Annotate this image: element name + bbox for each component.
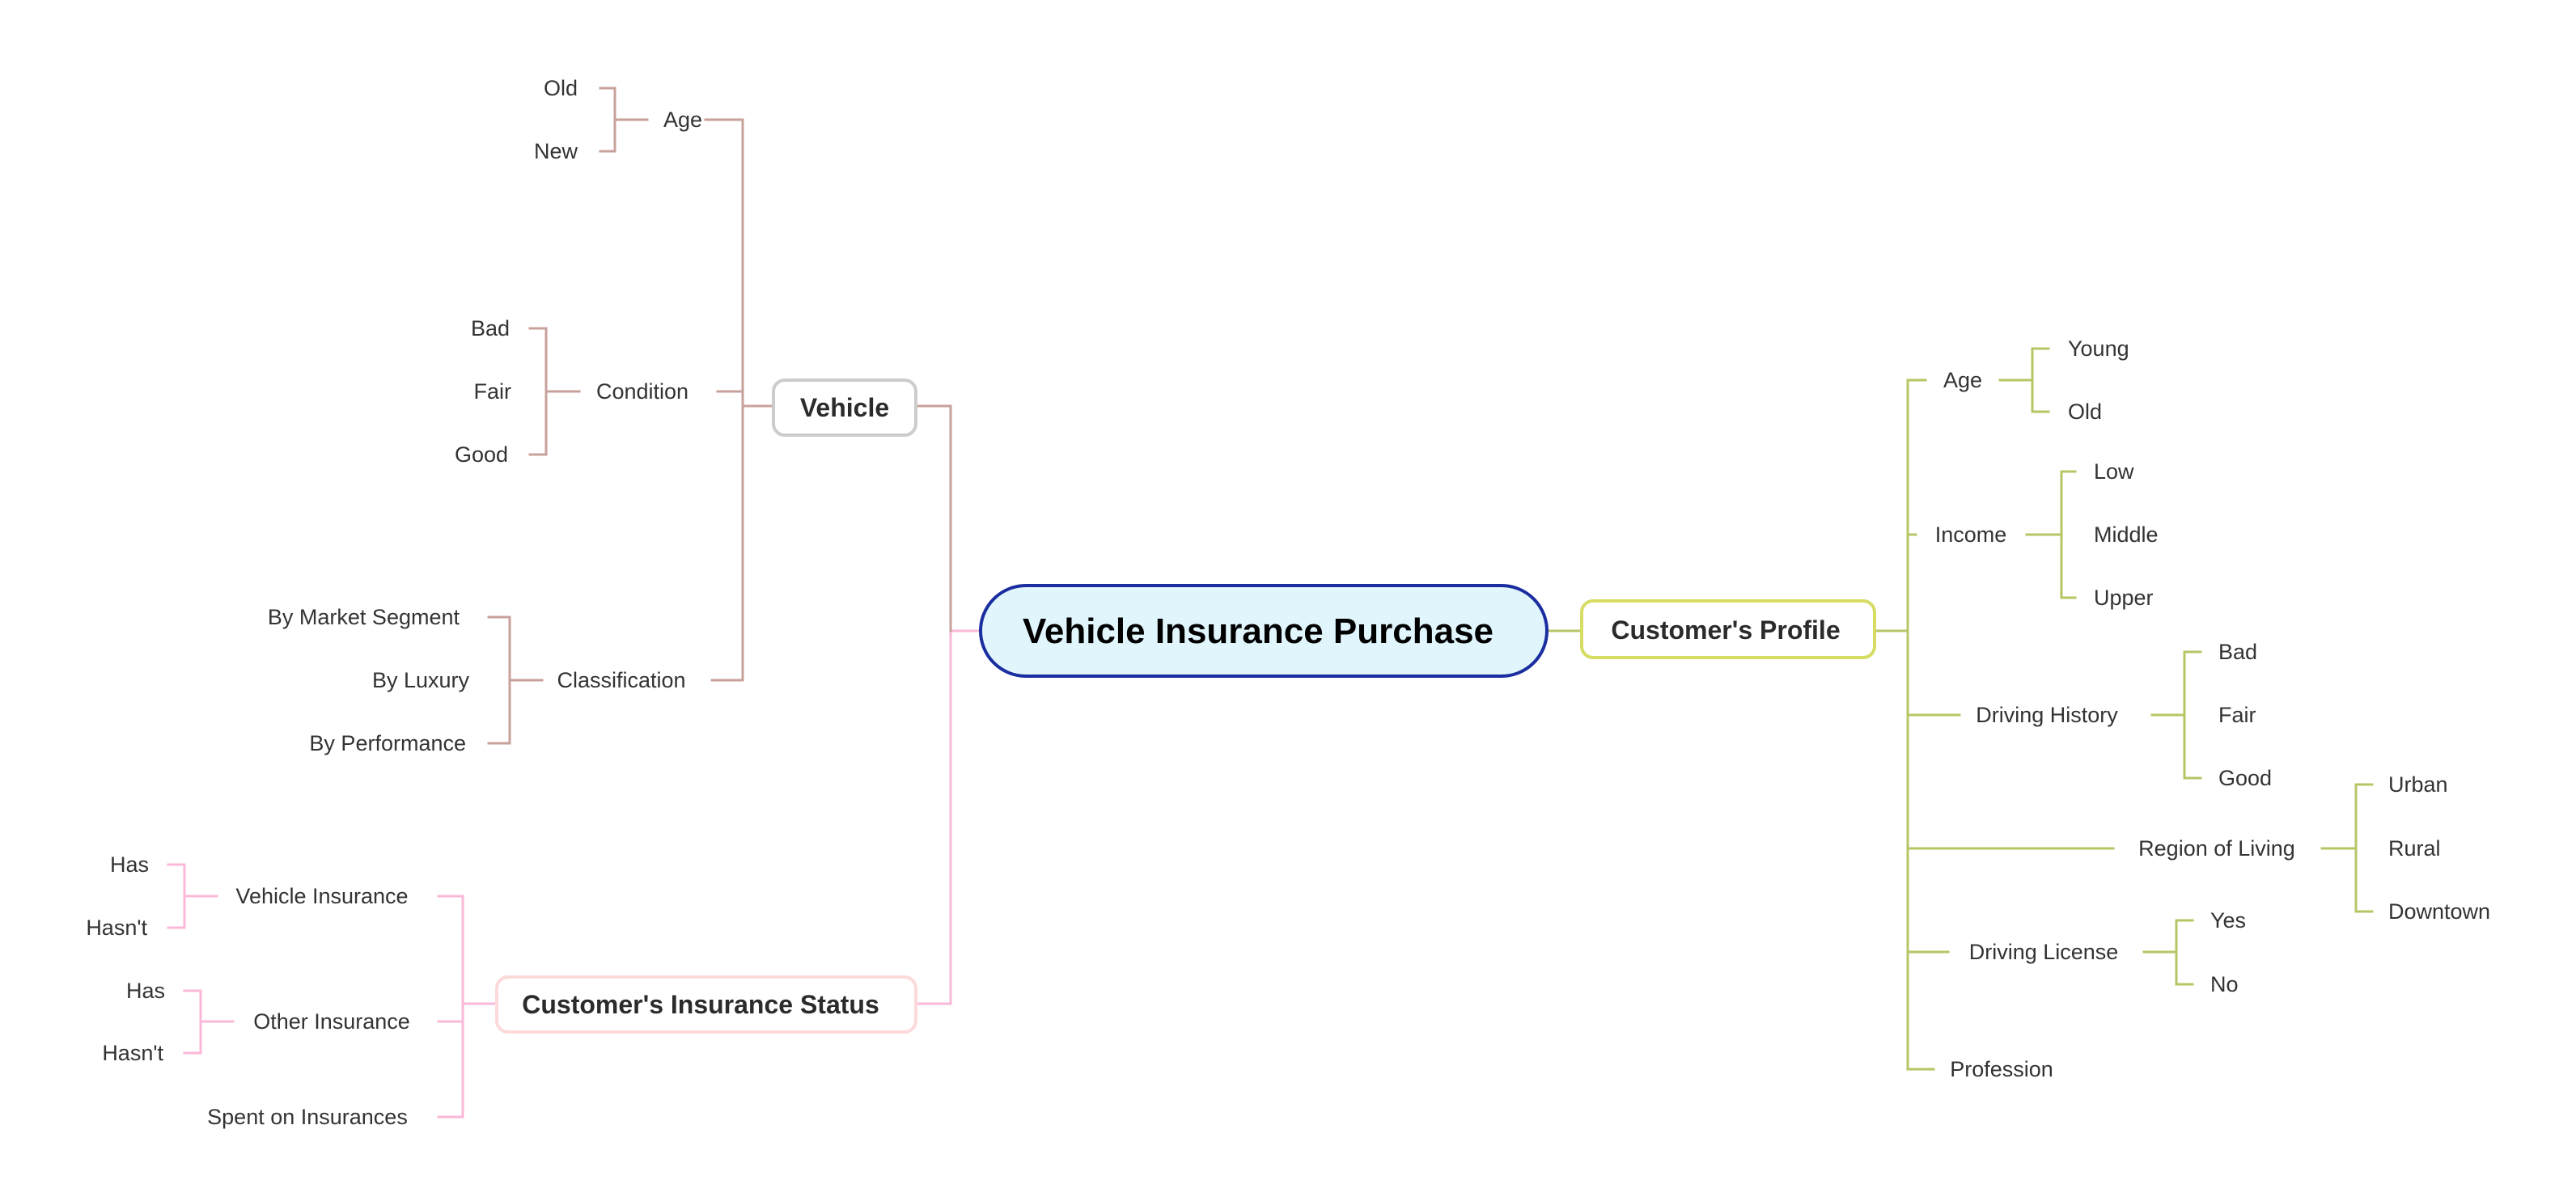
topic-profile-label: Customer's Profile — [1611, 615, 1840, 645]
topic-insurance-status[interactable]: Customer's Insurance Status — [495, 975, 917, 1034]
root-topic-label: Vehicle Insurance Purchase — [1023, 611, 1493, 651]
leaf-other-insurance-has[interactable]: Has — [126, 979, 165, 1003]
topic-profile[interactable]: Customer's Profile — [1580, 599, 1876, 659]
connector-root-insurance-status — [913, 629, 981, 1005]
root-connectors — [913, 404, 1581, 1005]
topic-insurance-status-box — [495, 975, 917, 1034]
connector-vehicle-classification-bracket — [487, 615, 511, 745]
profile-connectors — [1874, 347, 2374, 1071]
subtopic-vehicle-condition[interactable]: Condition — [596, 379, 688, 404]
subtopic-vehicle-insurance[interactable]: Vehicle Insurance — [235, 884, 408, 908]
leaf-vehicle-condition-bad[interactable]: Bad — [471, 316, 510, 340]
leaf-vehicle-age-new[interactable]: New — [534, 139, 578, 163]
connector-profile-history-bracket — [2183, 650, 2202, 780]
leaf-profile-age-old[interactable]: Old — [2068, 400, 2102, 424]
leaf-profile-history-fair[interactable]: Fair — [2218, 703, 2256, 727]
leaf-vehicle-insurance-hasnt[interactable]: Hasn't — [86, 916, 147, 940]
subtopic-profile-income[interactable]: Income — [1935, 522, 2007, 547]
root-topic[interactable]: Vehicle Insurance Purchase — [979, 584, 1549, 678]
connector-vehicle-age-bracket — [599, 87, 616, 153]
subtopic-profile-profession[interactable]: Profession — [1950, 1057, 2053, 1081]
connector-profile-license-bracket — [2175, 919, 2194, 986]
subtopic-profile-driving-license[interactable]: Driving License — [1969, 940, 2119, 964]
leaf-profile-region-rural[interactable]: Rural — [2388, 836, 2441, 861]
subtopic-profile-driving-history[interactable]: Driving History — [1976, 703, 2118, 727]
leaf-vehicle-class-market-segment[interactable]: By Market Segment — [268, 605, 460, 629]
subtopic-spent-on-insurances[interactable]: Spent on Insurances — [207, 1105, 408, 1129]
leaf-profile-region-downtown[interactable]: Downtown — [2388, 899, 2490, 924]
topic-profile-box — [1580, 599, 1876, 659]
connector-profile-income-bracket — [2060, 470, 2077, 599]
leaf-vehicle-age-old[interactable]: Old — [544, 76, 578, 100]
leaf-vehicle-insurance-has[interactable]: Has — [110, 852, 149, 877]
connector-profile-age-bracket — [2031, 347, 2050, 413]
insurance-status-connectors — [167, 863, 497, 1119]
leaf-profile-license-yes[interactable]: Yes — [2210, 908, 2246, 933]
subtopic-profile-region[interactable]: Region of Living — [2138, 836, 2295, 861]
leaf-vehicle-class-performance[interactable]: By Performance — [309, 731, 466, 755]
vehicle-connectors — [487, 87, 773, 745]
leaf-profile-age-young[interactable]: Young — [2068, 336, 2129, 361]
vehicle-subtopics: Age Old New Condition Bad Fair Good Clas… — [268, 76, 702, 755]
leaf-profile-history-good[interactable]: Good — [2218, 766, 2272, 790]
connector-vehicle-insurance-bracket — [167, 863, 186, 929]
subtopic-profile-age[interactable]: Age — [1943, 368, 1982, 392]
leaf-profile-license-no[interactable]: No — [2210, 972, 2239, 996]
topic-insurance-status-label: Customer's Insurance Status — [522, 990, 879, 1019]
connector-vehicle-condition-bracket — [528, 327, 548, 456]
leaf-vehicle-class-luxury[interactable]: By Luxury — [372, 668, 470, 692]
leaf-profile-income-middle[interactable]: Middle — [2094, 522, 2159, 547]
leaf-profile-income-upper[interactable]: Upper — [2094, 586, 2154, 610]
topic-vehicle[interactable]: Vehicle — [772, 379, 917, 437]
subtopic-vehicle-classification[interactable]: Classification — [557, 668, 685, 692]
profile-subtopics: Age Young Old Income Low Middle Upper Dr… — [1935, 336, 2490, 1081]
leaf-vehicle-condition-fair[interactable]: Fair — [474, 379, 512, 404]
leaf-other-insurance-hasnt[interactable]: Hasn't — [102, 1041, 163, 1065]
subtopic-other-insurance[interactable]: Other Insurance — [253, 1009, 410, 1034]
leaf-profile-income-low[interactable]: Low — [2094, 459, 2134, 484]
leaf-vehicle-condition-good[interactable]: Good — [455, 442, 508, 467]
leaf-profile-history-bad[interactable]: Bad — [2218, 640, 2257, 664]
topic-vehicle-box — [772, 379, 917, 437]
topic-vehicle-label: Vehicle — [800, 393, 889, 422]
connector-other-insurance-bracket — [183, 989, 202, 1055]
insurance-status-subtopics: Vehicle Insurance Has Hasn't Other Insur… — [86, 852, 409, 1129]
subtopic-vehicle-age[interactable]: Age — [663, 108, 702, 132]
connector-root-vehicle — [913, 404, 952, 632]
root-topic-box — [979, 584, 1549, 678]
leaf-profile-region-urban[interactable]: Urban — [2388, 772, 2448, 797]
connector-profile-region-bracket — [2354, 783, 2374, 913]
